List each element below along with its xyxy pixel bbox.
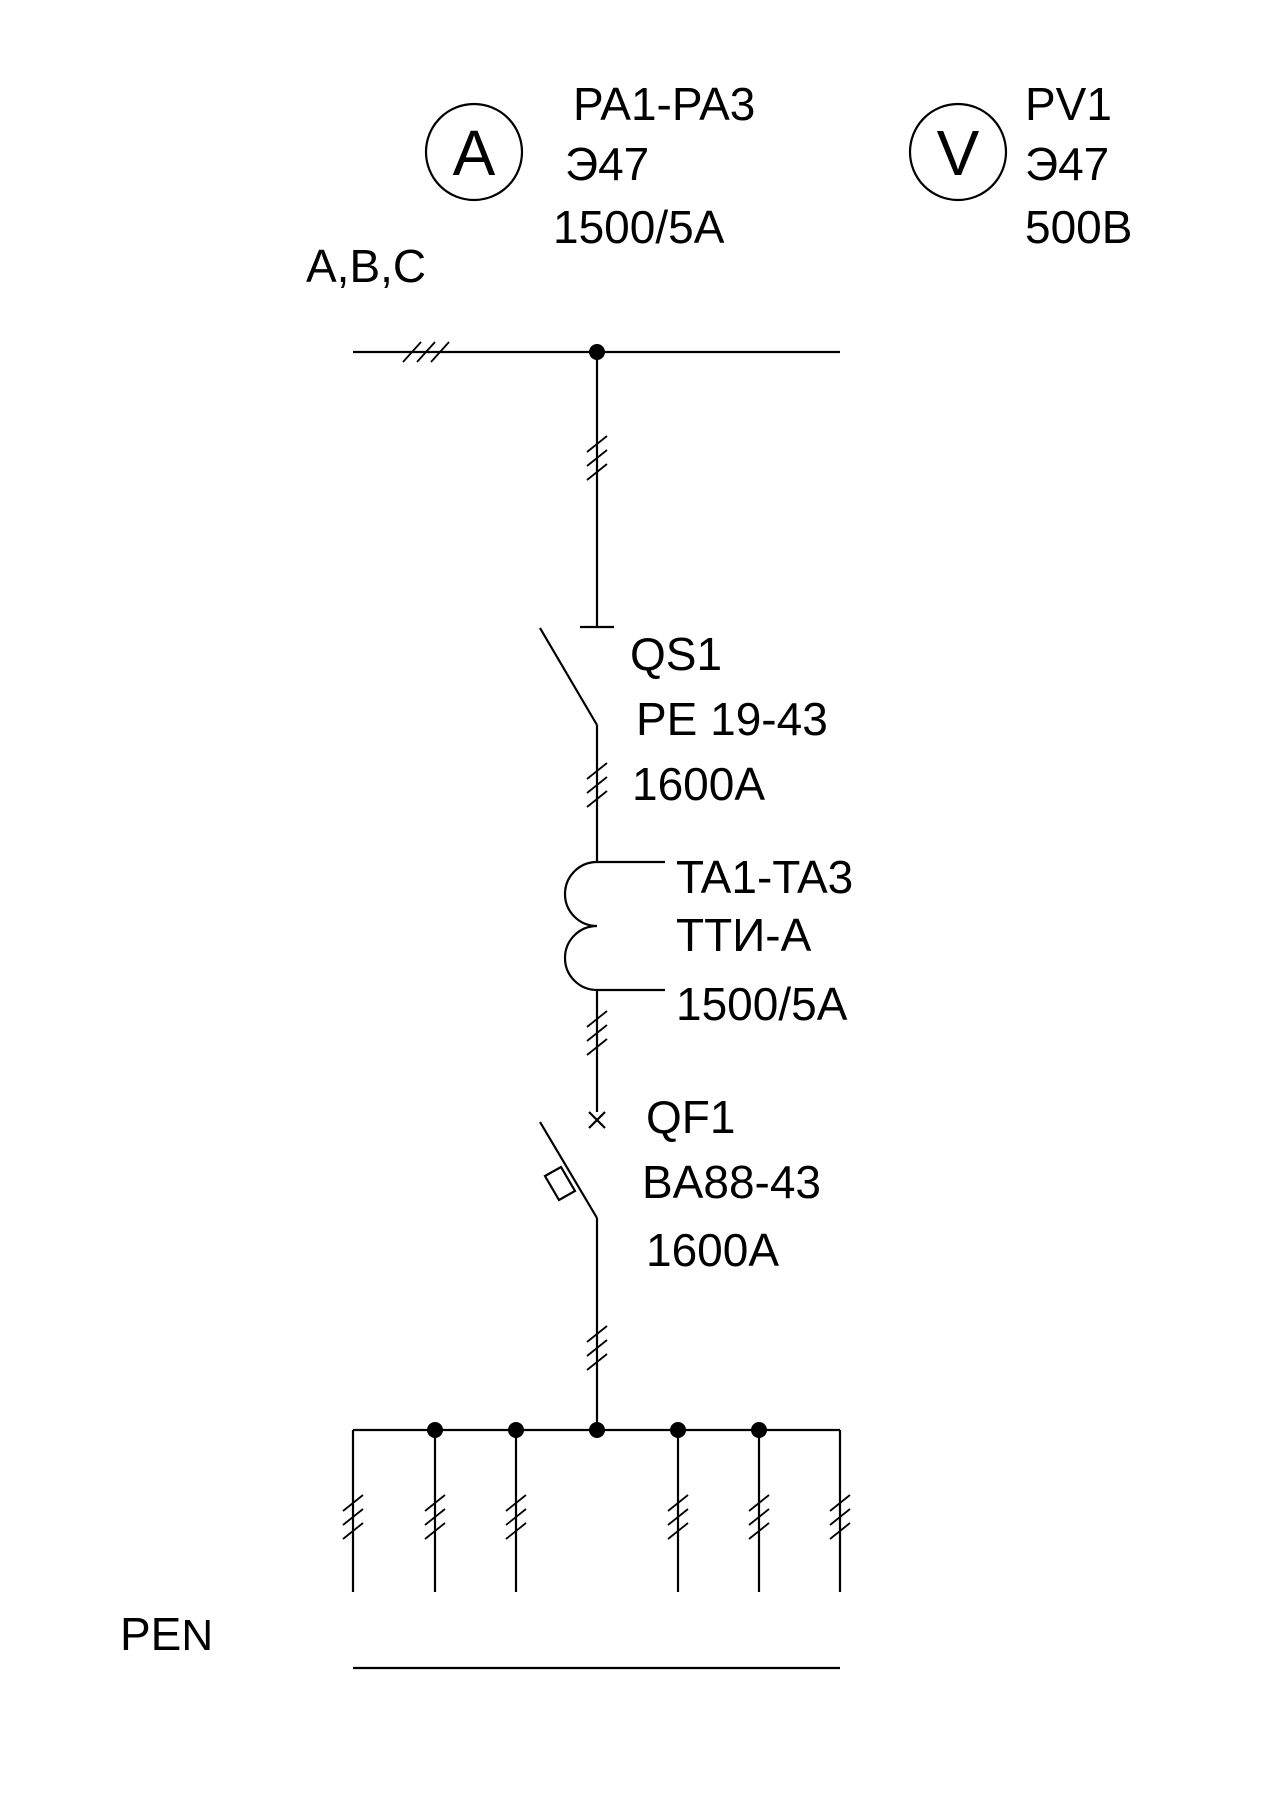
ammeter: A	[424, 102, 524, 202]
feeder-phase-ticks-1	[586, 435, 608, 481]
ammeter-symbol: A	[453, 117, 496, 189]
breaker-type: BA88-43	[642, 1156, 821, 1208]
ammeter-circle	[424, 102, 524, 202]
outgoing-feeder-4	[667, 1430, 689, 1592]
breaker-label: QF1	[646, 1091, 735, 1143]
voltmeter-symbol: V	[937, 117, 980, 189]
outgoing-feeder-6	[829, 1430, 851, 1592]
ammeter-rating: 1500/5A	[553, 201, 725, 253]
breaker-fixed-contact-cross	[588, 1111, 606, 1129]
voltmeter-label: PV1	[1025, 78, 1112, 130]
pen-label-pe: PE	[120, 1608, 181, 1660]
voltmeter-circle	[908, 102, 1008, 202]
pen-label-n: N	[181, 1611, 212, 1660]
disconnector-label: QS1	[630, 628, 722, 680]
feeder-phase-ticks-2	[586, 762, 608, 808]
current-transformer-label: TA1-TA3	[676, 851, 853, 903]
voltmeter-rating: 500В	[1025, 201, 1132, 253]
pen-label: PEN	[120, 1608, 212, 1660]
feeder-phase-ticks-4	[586, 1325, 608, 1371]
current-transformer-type: ТТИ-А	[676, 909, 812, 961]
bus-phases-label: A,B,C	[306, 240, 426, 292]
ammeter-type: Э47	[565, 138, 649, 190]
voltmeter-type: Э47	[1025, 138, 1109, 190]
current-transformer-rating: 1500/5A	[676, 978, 848, 1030]
outgoing-feeder-1	[342, 1430, 364, 1592]
current-transformer-symbol	[563, 860, 665, 992]
disconnector-rating: 1600A	[632, 758, 765, 810]
ammeter-label: PA1-PA3	[573, 78, 755, 130]
disconnector-blade	[539, 627, 598, 726]
breaker-rating: 1600A	[646, 1224, 779, 1276]
disconnector-type: PE 19-43	[636, 693, 828, 745]
outgoing-feeder-2	[424, 1430, 446, 1592]
feeder-phase-ticks-3	[586, 1010, 608, 1056]
voltmeter: V	[908, 102, 1008, 202]
breaker-blade	[539, 1121, 598, 1219]
outgoing-feeder-3	[505, 1430, 527, 1592]
top-bus-phase-ticks	[402, 341, 450, 363]
outgoing-feeder-5	[748, 1430, 770, 1592]
